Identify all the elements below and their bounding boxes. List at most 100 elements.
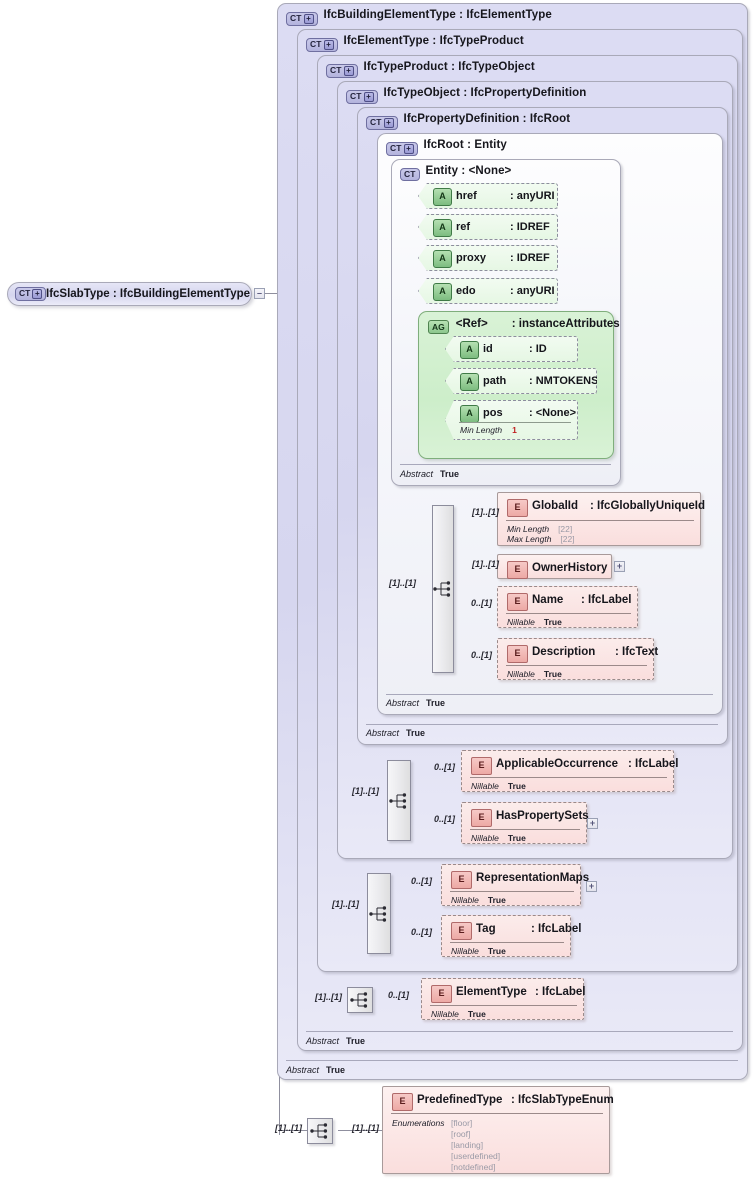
element-icon: E <box>431 985 452 1003</box>
attribute-proxy[interactable]: A proxy : IDREF <box>418 245 558 271</box>
facet-divider <box>391 1113 603 1114</box>
sequence-compositor-ifctypeproduct[interactable] <box>367 873 391 954</box>
root-node-label: IfcSlabType : IfcBuildingElementType <box>46 288 251 300</box>
element-icon: E <box>451 922 472 940</box>
element-icon: E <box>507 499 528 517</box>
connector-line <box>338 1130 384 1131</box>
connector-line <box>262 293 280 294</box>
complextype-icon: CT+ <box>386 142 418 156</box>
complextype-icon: CT+ <box>306 38 338 52</box>
element-applicableoccurrence[interactable]: E ApplicableOccurrence : IfcLabel Nillab… <box>461 750 678 792</box>
cardinality-label: [1]..[1] <box>352 786 379 796</box>
cardinality-label: [1]..[1] <box>315 992 342 1002</box>
cardinality-label: 0..[1] <box>434 762 456 772</box>
complextype-icon: CT+ <box>346 90 378 104</box>
collapse-toggle-icon[interactable]: – <box>254 288 265 299</box>
abstract-divider <box>366 724 718 725</box>
complextype-icon: CT+ <box>15 287 47 301</box>
cardinality-label: 0..[1] <box>471 650 493 660</box>
element-ownerhistory[interactable]: E OwnerHistory <box>497 554 612 579</box>
attribute-icon: A <box>460 405 479 423</box>
element-icon: E <box>471 757 492 775</box>
complextype-header: CT+IfcTypeProduct : IfcTypeObject <box>326 61 535 78</box>
facet-divider <box>470 829 580 830</box>
sequence-icon <box>389 792 407 809</box>
facet-divider <box>506 665 647 666</box>
connector-line <box>279 1130 307 1131</box>
attribute-icon: A <box>433 283 452 301</box>
cardinality-label: [1]..[1] <box>389 578 416 588</box>
cardinality-label: [1]..[1] <box>352 1123 379 1133</box>
attribute-group-header: AG<Ref>: instanceAttributes <box>428 318 620 334</box>
element-icon: E <box>507 645 528 663</box>
element-predefinedtype[interactable]: E PredefinedType : IfcSlabTypeEnum Enume… <box>382 1086 614 1174</box>
element-globalid[interactable]: E GlobalId : IfcGloballyUniqueId Min Len… <box>497 492 705 546</box>
enumeration-value: [floor] <box>451 1118 473 1128</box>
attribute-icon: A <box>460 341 479 359</box>
enumeration-value: [notdefined] <box>451 1162 496 1172</box>
expand-toggle-icon[interactable]: + <box>587 818 598 829</box>
attribute-icon: A <box>460 373 479 391</box>
sequence-compositor-ifcslabtype[interactable] <box>307 1118 333 1144</box>
element-icon: E <box>507 593 528 611</box>
facet-divider <box>470 777 667 778</box>
facet-divider <box>430 1005 577 1006</box>
attribute-icon: A <box>433 250 452 268</box>
sequence-icon <box>350 992 368 1008</box>
complextype-icon: CT+ <box>326 64 358 78</box>
sequence-compositor-ifcroot[interactable] <box>432 505 454 673</box>
element-icon: E <box>507 561 528 579</box>
expand-toggle-icon[interactable]: + <box>614 561 625 572</box>
enumeration-value: [landing] <box>451 1140 484 1150</box>
sequence-compositor-ifctypeobject[interactable] <box>387 760 411 841</box>
sequence-compositor-ifcelementtype[interactable] <box>347 987 373 1013</box>
abstract-divider <box>386 694 713 695</box>
complextype-icon: CT <box>400 168 420 181</box>
root-node-ifcslabtype[interactable]: CT+ IfcSlabType : IfcBuildingElementType <box>7 282 252 306</box>
abstract-divider <box>306 1031 733 1032</box>
attribute-group-icon: AG <box>428 320 449 334</box>
abstract-divider <box>286 1060 738 1061</box>
complextype-header: CT+IfcBuildingElementType : IfcElementTy… <box>286 9 552 26</box>
complextype-header: CT+IfcElementType : IfcTypeProduct <box>306 35 524 52</box>
facet-divider <box>506 613 631 614</box>
element-icon: E <box>451 871 472 889</box>
attribute-id[interactable]: A id : ID <box>445 336 578 362</box>
facet-min-length: Min Length[22] <box>507 524 573 534</box>
cardinality-label: 0..[1] <box>434 814 456 824</box>
cardinality-label: 0..[1] <box>471 598 493 608</box>
complextype-icon: CT+ <box>286 12 318 26</box>
element-icon: E <box>471 809 492 827</box>
attribute-href[interactable]: A href : anyURI <box>418 183 558 209</box>
expand-toggle-icon[interactable]: + <box>586 881 597 892</box>
complextype-header: CT+IfcPropertyDefinition : IfcRoot <box>366 113 570 130</box>
attribute-path[interactable]: A path : NMTOKENS <box>445 368 597 394</box>
cardinality-label: [1]..[1] <box>472 559 499 569</box>
facet-divider <box>459 422 571 423</box>
attribute-ref[interactable]: A ref : IDREF <box>418 214 558 240</box>
enumeration-value: [roof] <box>451 1129 471 1139</box>
facet-divider <box>450 891 574 892</box>
facet-divider <box>506 520 694 521</box>
cardinality-label: 0..[1] <box>411 927 433 937</box>
attribute-edo[interactable]: A edo : anyURI <box>418 278 558 304</box>
